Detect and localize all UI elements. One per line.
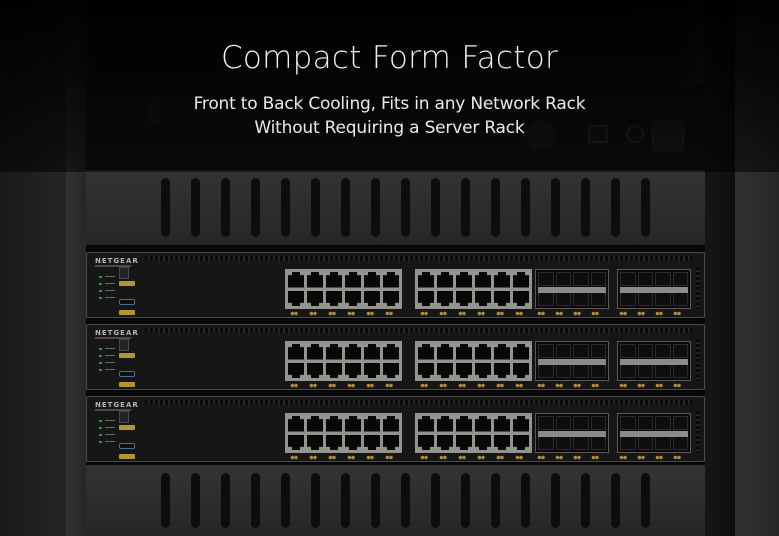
model-label — [95, 337, 131, 339]
perforation-side — [696, 339, 700, 381]
rack-gap — [86, 318, 705, 325]
console-port-label — [119, 281, 135, 286]
headline: Compact Form Factor — [220, 40, 559, 76]
network-switch-3: NETGEAR — [86, 396, 705, 462]
sfp-port-group-2 — [617, 269, 691, 309]
perforation — [145, 400, 692, 405]
rj45-port-group-2 — [415, 341, 532, 381]
fan-indicator-icon — [119, 411, 129, 423]
usb-c-port-icon — [119, 299, 135, 305]
network-switch-2: NETGEAR — [86, 324, 705, 390]
text-overlay-gradient — [0, 0, 779, 172]
perforation — [145, 256, 692, 261]
usb-c-port-icon — [119, 443, 135, 449]
status-leds — [99, 273, 115, 301]
rj45-port-group-1 — [285, 413, 402, 453]
console-port-label — [119, 425, 135, 430]
status-leds — [99, 345, 115, 373]
subheadline-line-1: Front to Back Cooling, Fits in any Netwo… — [193, 94, 586, 114]
port-leds — [619, 311, 681, 316]
rj45-port-group-1 — [285, 341, 402, 381]
sfp-port-group-2 — [617, 341, 691, 381]
port-leds — [537, 311, 599, 316]
perforation-side — [696, 267, 700, 309]
reset-button — [119, 382, 135, 387]
rj45-port-group-1 — [285, 269, 402, 309]
console-port-label — [119, 353, 135, 358]
port-leds — [290, 311, 393, 316]
fan-indicator-icon — [119, 267, 129, 279]
port-leds — [420, 383, 523, 388]
brand-logo: NETGEAR — [95, 401, 139, 409]
sfp-port-group-2 — [617, 413, 691, 453]
vent-slots — [161, 178, 650, 237]
subheadline-line-2: Without Requiring a Server Rack — [254, 118, 525, 138]
network-switch-1: NETGEAR — [86, 252, 705, 318]
port-leds — [537, 383, 599, 388]
sfp-port-group-1 — [535, 341, 609, 381]
perforation — [145, 328, 692, 333]
port-leds — [290, 383, 393, 388]
rack-gap — [86, 245, 705, 252]
rj45-port-group-2 — [415, 269, 532, 309]
sfp-port-group-1 — [535, 413, 609, 453]
fan-indicator-icon — [119, 339, 129, 351]
status-leds — [99, 417, 115, 445]
reset-button — [119, 454, 135, 459]
sfp-port-group-1 — [535, 269, 609, 309]
vent-slots — [161, 473, 650, 528]
brand-logo: NETGEAR — [95, 257, 139, 265]
usb-c-port-icon — [119, 371, 135, 377]
port-leds — [290, 455, 393, 460]
port-leds — [619, 455, 681, 460]
model-label — [95, 409, 131, 411]
model-label — [95, 265, 131, 267]
port-leds — [420, 455, 523, 460]
image-dim-overlay — [0, 172, 779, 536]
port-leds — [537, 455, 599, 460]
vent-panel-bottom — [86, 465, 705, 536]
rj45-port-group-2 — [415, 413, 532, 453]
port-leds — [420, 311, 523, 316]
rack-gap — [86, 390, 705, 397]
perforation-side — [696, 411, 700, 453]
vent-panel-top — [86, 170, 705, 245]
brand-logo: NETGEAR — [95, 329, 139, 337]
reset-button — [119, 310, 135, 315]
port-leds — [619, 383, 681, 388]
